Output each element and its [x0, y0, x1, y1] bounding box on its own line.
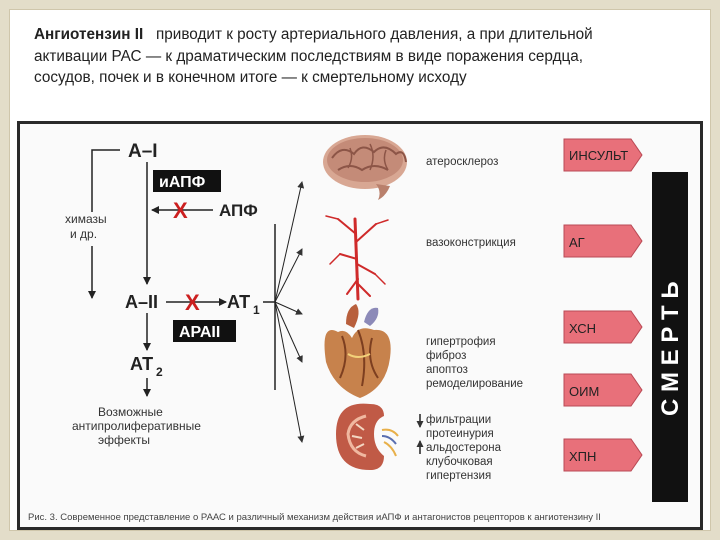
- outcome-label-ag: АГ: [569, 235, 585, 250]
- araii-label: АРАII: [179, 324, 220, 341]
- outcome-label-insult: ИНСУЛЬТ: [569, 148, 628, 163]
- iapf-box: [153, 170, 221, 192]
- vessels-effect-label: вазоконстрикция: [426, 237, 516, 249]
- heart-image: [324, 304, 391, 398]
- heart-effect-1: гипертрофия: [426, 336, 496, 348]
- heading-line1: приводит к росту артериального давления,…: [156, 26, 593, 43]
- outcome-hpn: ХПН: [563, 438, 643, 472]
- a2-label: А–II: [125, 292, 158, 312]
- effects-label-2: антипролиферативные: [72, 419, 201, 433]
- outcome-hsn: ХСН: [563, 310, 643, 344]
- brain-effect-label: атеросклероз: [426, 156, 498, 168]
- figure-caption: Рис. 3. Современное представление о РААС…: [28, 512, 601, 523]
- arrow-to-kidney: [274, 301, 305, 443]
- outcome-label-hsn: ХСН: [569, 321, 596, 336]
- kidney-effect-2: протеинурия: [426, 428, 494, 440]
- chymase-path-top: [91, 149, 120, 212]
- at1-label: АТ: [227, 292, 250, 312]
- kidney-effect-5: гипертензия: [426, 470, 491, 482]
- kidney-effect-4: клубочковая: [426, 456, 493, 468]
- at2-subscript: 2: [156, 365, 163, 379]
- ras-diagram-figure: А–I химазы и др. иАПФ X АПФ А–II X АТ 1 …: [17, 121, 703, 530]
- chymases-label-1: химазы: [65, 212, 107, 226]
- at1-block-x: X: [185, 290, 200, 315]
- effects-label-1: Возможные: [98, 405, 163, 419]
- arrow-to-heart-2: [274, 301, 303, 363]
- heart-effect-3: апоптоз: [426, 364, 468, 376]
- ras-diagram: А–I химазы и др. иАПФ X АПФ А–II X АТ 1 …: [28, 135, 688, 523]
- outcome-label-hpn: ХПН: [569, 449, 596, 464]
- apf-block-x: X: [173, 198, 188, 223]
- kidney-image: [336, 403, 399, 470]
- effects-label-3: эффекты: [98, 433, 150, 447]
- at2-label: АТ: [130, 354, 153, 374]
- death-label: С М Е Р Т Ь: [657, 281, 684, 416]
- heart-effect-4: ремоделирование: [426, 378, 523, 390]
- apf-label: АПФ: [219, 201, 258, 220]
- outcome-oim: ОИМ: [563, 373, 643, 407]
- heading-line3: сосудов, почек и в конечном итоге — к см…: [34, 69, 467, 86]
- chymases-label-2: и др.: [70, 227, 97, 241]
- a1-label: А–I: [128, 141, 158, 162]
- heart-effect-2: фиброз: [426, 350, 466, 362]
- kidney-effect-1: фильтрации: [426, 414, 491, 426]
- arrow-to-vessels: [274, 248, 303, 303]
- outcome-insult: ИНСУЛЬТ: [563, 138, 643, 172]
- death-bar: [652, 172, 688, 502]
- blood-vessels-image: [325, 215, 389, 301]
- iapf-label: иАПФ: [159, 174, 206, 191]
- slide-frame-inner: [9, 9, 711, 531]
- heading-line2: активации РАС — к драматическим последст…: [34, 47, 584, 65]
- arrow-to-brain: [274, 181, 305, 303]
- slide-heading: Ангиотензин II приводит к росту артериал…: [34, 24, 704, 89]
- outcome-ag: АГ: [563, 224, 643, 258]
- outcome-label-oim: ОИМ: [569, 384, 599, 399]
- heading-bold: Ангиотензин II: [34, 26, 144, 43]
- at1-subscript: 1: [253, 303, 260, 317]
- kidney-effect-3: альдостерона: [426, 442, 502, 454]
- brain-image: [323, 135, 407, 200]
- arrow-to-heart: [274, 301, 303, 315]
- araii-box: [173, 320, 236, 342]
